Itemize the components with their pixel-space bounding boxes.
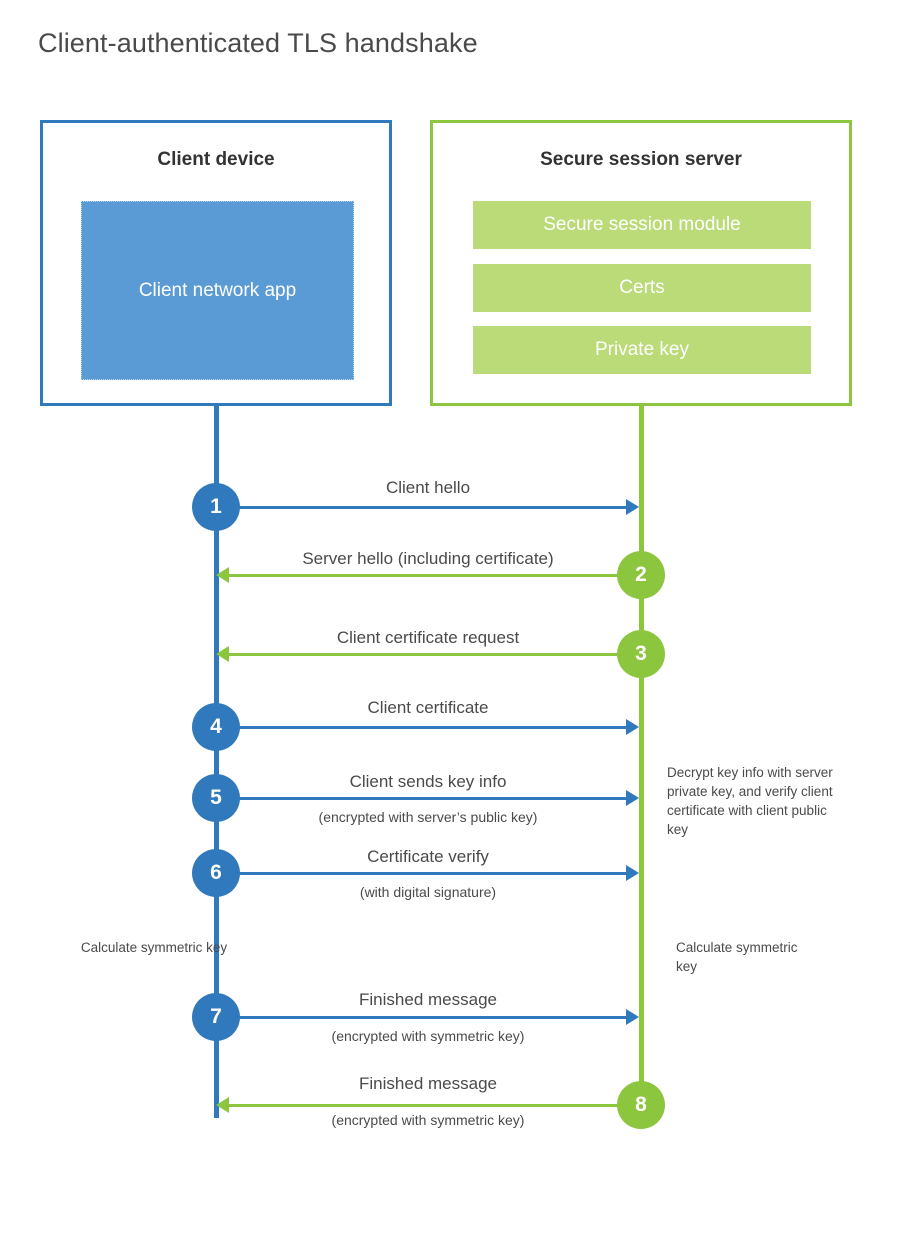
client-calculate-symmetric-key-note: Calculate symmetric key xyxy=(80,940,228,955)
step-2-label: Server hello (including certificate) xyxy=(302,549,554,568)
server-component-private-key: Private key xyxy=(473,326,811,374)
secure-session-server-box: Secure session server Secure session mod… xyxy=(430,120,852,406)
step-8-label: Finished message xyxy=(359,1074,497,1093)
step-7-sublabel: (encrypted with symmetric key) xyxy=(331,1028,525,1044)
client-lifeline xyxy=(214,403,219,1118)
step-6-label: Certificate verify xyxy=(367,847,489,866)
step-3-arrow-line xyxy=(229,653,633,656)
server-component-secure-session-module: Secure session module xyxy=(473,201,811,249)
step-1-circle[interactable]: 1 xyxy=(192,483,240,531)
step-8-circle[interactable]: 8 xyxy=(617,1081,665,1129)
step-7-circle[interactable]: 7 xyxy=(192,993,240,1041)
step-7-label: Finished message xyxy=(359,990,497,1009)
client-network-app-block: Client network app xyxy=(81,201,354,380)
step-8-sublabel: (encrypted with symmetric key) xyxy=(331,1112,525,1128)
client-device-title: Client device xyxy=(157,149,275,170)
step-5-arrow-line xyxy=(216,797,626,800)
server-calculate-symmetric-key-note: Calculate symmetric key xyxy=(676,940,798,975)
step-3-label: Client certificate request xyxy=(336,628,520,647)
step-1-arrow-line xyxy=(216,506,626,509)
step-2-circle[interactable]: 2 xyxy=(617,551,665,599)
step-5-circle[interactable]: 5 xyxy=(192,774,240,822)
step-1-label: Client hello xyxy=(385,478,471,497)
server-component-certs: Certs xyxy=(473,264,811,312)
step-2-arrow-line xyxy=(229,574,633,577)
step-3-arrow-head xyxy=(216,646,229,662)
step-4-arrow-head xyxy=(626,719,639,735)
step-4-circle[interactable]: 4 xyxy=(192,703,240,751)
step-5-label: Client sends key info xyxy=(349,772,507,791)
step-3-circle[interactable]: 3 xyxy=(617,630,665,678)
step-5-arrow-head xyxy=(626,790,639,806)
server-lifeline xyxy=(639,403,644,1106)
secure-session-server-title: Secure session server xyxy=(540,149,742,170)
step-1-arrow-head xyxy=(626,499,639,515)
step-4-label: Client certificate xyxy=(367,698,489,717)
step-6-sublabel: (with digital signature) xyxy=(359,884,497,900)
step-4-arrow-line xyxy=(216,726,626,729)
server-decrypt-note: Decrypt key info with server private key… xyxy=(667,765,833,838)
step-8-arrow-line xyxy=(229,1104,633,1107)
step-6-arrow-head xyxy=(626,865,639,881)
client-device-box: Client device Client network app xyxy=(40,120,392,406)
page-title: Client-authenticated TLS handshake xyxy=(38,28,478,58)
step-2-arrow-head xyxy=(216,567,229,583)
step-7-arrow-head xyxy=(626,1009,639,1025)
step-8-arrow-head xyxy=(216,1097,229,1113)
step-5-sublabel: (encrypted with server’s public key) xyxy=(318,809,538,825)
step-6-arrow-line xyxy=(216,872,626,875)
step-6-circle[interactable]: 6 xyxy=(192,849,240,897)
step-7-arrow-line xyxy=(216,1016,626,1019)
